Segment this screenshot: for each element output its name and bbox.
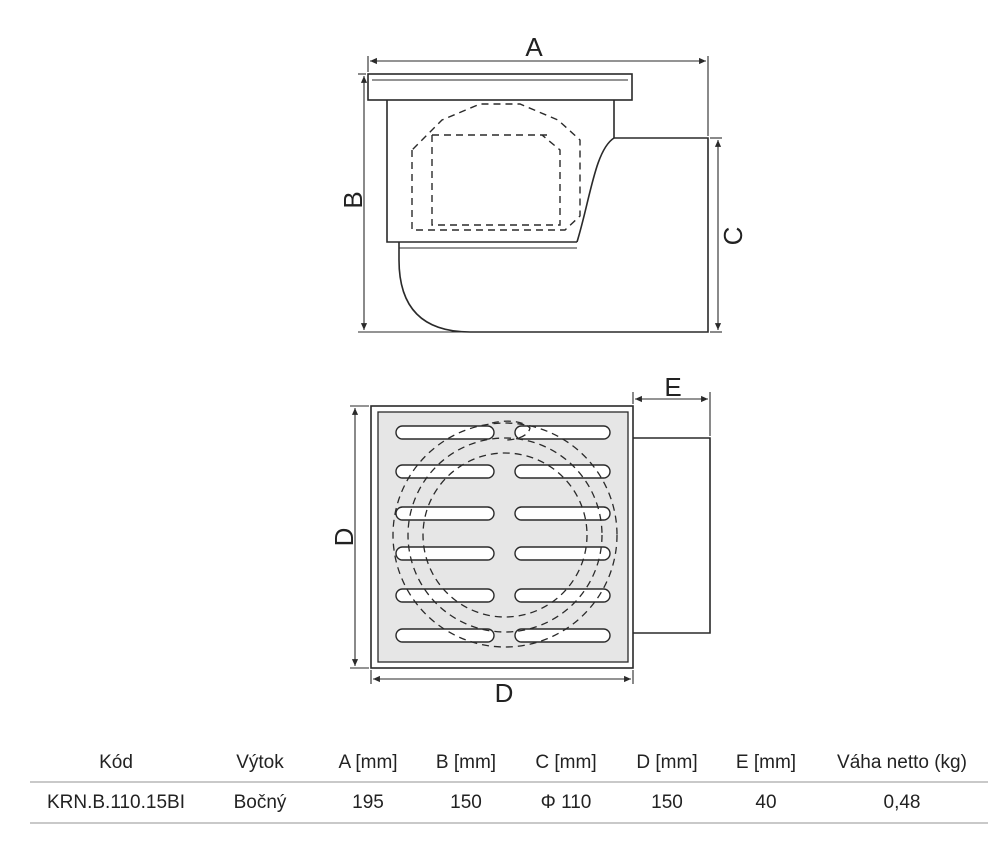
side-view-body [386,100,577,243]
cell-c: Φ 110 [514,782,618,824]
cell-vytok: Bočný [202,782,318,824]
top-view-hidden-circles [392,420,618,648]
header-b: B [mm] [418,748,514,783]
header-d: D [mm] [618,748,716,783]
dim-b-label: B [338,191,368,208]
cell-b: 150 [418,782,514,824]
header-e: E [mm] [716,748,816,783]
header-vytok: Výtok [202,748,318,783]
dim-c-label: C [718,227,748,246]
technical-drawing: A B C [329,32,748,708]
grate-slot [514,506,611,521]
top-view [350,392,711,684]
side-view [358,56,722,333]
header-weight: Váha netto (kg) [816,748,988,783]
dim-d-horizontal-label: D [495,678,514,708]
grate-slot [395,464,495,479]
grate-slot [514,464,611,479]
dim-e [632,392,711,436]
side-view-hidden-trap [411,103,581,231]
dim-d-horizontal [370,670,634,684]
dim-e-label: E [664,372,681,402]
side-view-sump [398,242,471,333]
dim-a [367,56,709,136]
grate-slot [514,628,611,643]
spec-table-header-row: Kód Výtok A [mm] B [mm] C [mm] D [mm] E … [30,748,988,783]
side-view-outlet [470,137,709,333]
cell-a: 195 [318,782,418,824]
grate-slot [395,588,495,603]
cell-e: 40 [716,782,816,824]
grate-slot [395,425,495,440]
dim-d-vertical-label: D [329,528,359,547]
cell-weight: 0,48 [816,782,988,824]
grate-slots [395,425,611,643]
grate-slot [514,546,611,561]
header-a: A [mm] [318,748,418,783]
grate-slot [395,628,495,643]
grate-slot [514,425,611,440]
grate-slot [395,546,495,561]
dim-d-vertical [350,405,369,669]
spec-table: Kód Výtok A [mm] B [mm] C [mm] D [mm] E … [30,748,988,824]
dim-c [710,137,722,333]
header-c: C [mm] [514,748,618,783]
grate-slot [514,588,611,603]
top-view-outlet [633,437,711,634]
side-view-flange [367,73,633,101]
cell-d: 150 [618,782,716,824]
top-view-grate [377,411,629,663]
header-kod: Kód [30,748,202,783]
dim-b [358,73,468,333]
table-row: KRN.B.110.15BI Bočný 195 150 Φ 110 150 4… [30,782,988,824]
cell-kod: KRN.B.110.15BI [30,782,202,824]
dim-a-label: A [525,32,543,62]
grate-slot [395,506,495,521]
